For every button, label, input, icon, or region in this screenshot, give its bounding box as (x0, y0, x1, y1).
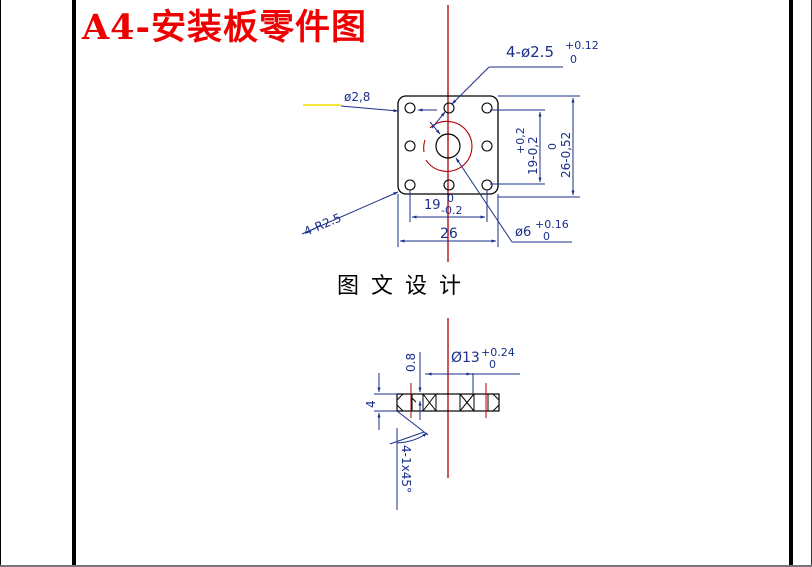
width-text: 26 (440, 226, 458, 242)
hole-spacing-h-upper: 0 (447, 192, 454, 205)
plate-outline (397, 95, 499, 195)
center-bore-text: ø6 (515, 225, 531, 240)
drawing-border-right (789, 0, 793, 567)
chamfer-text: 4-1x45° (399, 445, 413, 493)
small-hole-text: ø2,8 (344, 90, 370, 104)
counterbore-lower: 0 (489, 358, 496, 371)
center-bore (435, 133, 461, 159)
section-view (396, 383, 500, 418)
height-upper: 0 (546, 143, 559, 150)
counterbore-upper: +0.24 (481, 346, 515, 359)
chamfer-depth-text: 0.8 (404, 353, 418, 372)
plan-dimensions: 4-ø2.5 +0.12 0 ø2,8 4-R2.5 19 0 -0.2 26 … (302, 39, 599, 247)
counterbore-text: Ø13 (451, 350, 480, 366)
section-dimensions: 4 0.8 Ø13 +0.24 0 4-1x45° (364, 346, 520, 510)
hole-spacing-v-upper: +0,2 (514, 127, 527, 154)
sheet-edge-bottom (0, 565, 812, 567)
drawing-border-left (72, 0, 76, 567)
section-outline (396, 393, 500, 412)
height-text: 26-0,52 (559, 132, 573, 178)
hole-callout-lower-tol: 0 (570, 53, 577, 66)
counterbore-circle (425, 120, 473, 172)
sheet-edge-left (0, 0, 1, 567)
hole-spacing-h-lower: -0.2 (441, 204, 462, 217)
hole-callout-text: 4-ø2.5 (506, 43, 554, 61)
hole-callout-upper-tol: +0.12 (565, 39, 599, 52)
center-bore-lower: 0 (543, 230, 550, 243)
hole-spacing-v-text: 19-0,2 (526, 136, 540, 175)
thickness-text: 4 (364, 400, 378, 408)
drawing-caption: 图文设计 (337, 274, 474, 299)
corner-radius-text: 4-R2.5 (302, 210, 344, 238)
center-bore-upper: +0.16 (535, 218, 569, 231)
hole-spacing-h-text: 19 (424, 198, 441, 213)
mounting-holes (404, 102, 493, 191)
plan-view (397, 95, 499, 195)
drawing-title: A4-安装板零件图 (82, 7, 368, 48)
